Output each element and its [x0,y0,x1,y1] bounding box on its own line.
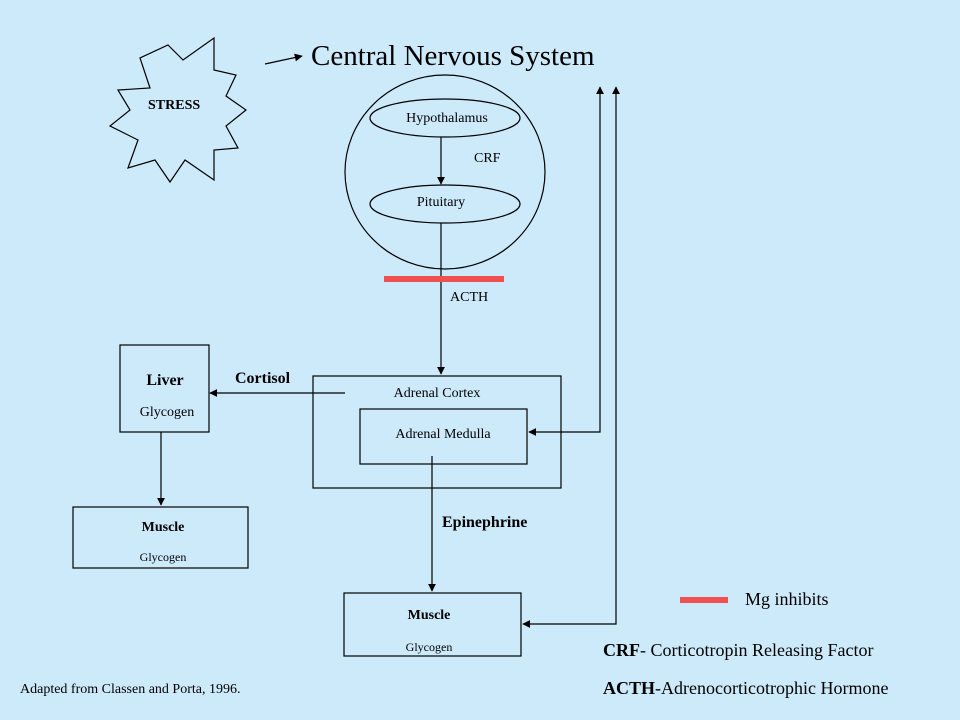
legend-crf-abbr: CRF [603,640,640,660]
muscle-bottom-box [343,592,522,657]
legend-crf-definition: CRF- Corticotropin Releasing Factor [603,640,873,661]
cortisol-label: Cortisol [235,370,291,387]
hypothalamus-ellipse [369,98,521,138]
legend-mg-inhibits: Mg inhibits [745,589,829,609]
adrenal-cortex-label: Adrenal Cortex [393,386,481,401]
cns-to-medulla-feedback [528,86,604,436]
muscle-left-glycogen-label: Glycogen [139,550,187,564]
legend-crf-text: - Corticotropin Releasing Factor [640,640,874,660]
crf-label: CRF [474,151,501,166]
stress-to-cns-arrow [264,53,303,65]
citation: Adapted from Classen and Porta, 1996. [20,682,241,697]
muscle-bottom-label: Muscle [407,608,451,623]
acth-label: ACTH [450,290,489,305]
legend-acth-definition: ACTH-Adrenocorticotrophic Hormone [603,678,888,699]
muscle-left-label: Muscle [141,520,185,535]
muscle-bottom-glycogen-label: Glycogen [405,640,453,654]
pituitary-ellipse [369,184,521,224]
liver-glycogen-label: Glycogen [139,405,195,420]
legend-acth-text: -Adrenocorticotrophic Hormone [655,678,889,698]
muscle-left-box [72,506,249,569]
liver-box [119,344,210,433]
cns-to-muscle-feedback [522,86,620,628]
pituitary-label: Pituitary [416,195,466,210]
cns-title: Central Nervous System [311,40,595,72]
epinephrine-label: Epinephrine [442,514,528,531]
adrenal-medulla-label: Adrenal Medulla [395,427,491,442]
cns-circle [344,74,546,270]
legend-acth-abbr: ACTH [603,678,656,698]
hypothalamus-label: Hypothalamus [406,111,488,126]
stress-starburst [108,36,248,184]
stress-label: STRESS [148,98,201,113]
liver-label: Liver [146,372,184,389]
